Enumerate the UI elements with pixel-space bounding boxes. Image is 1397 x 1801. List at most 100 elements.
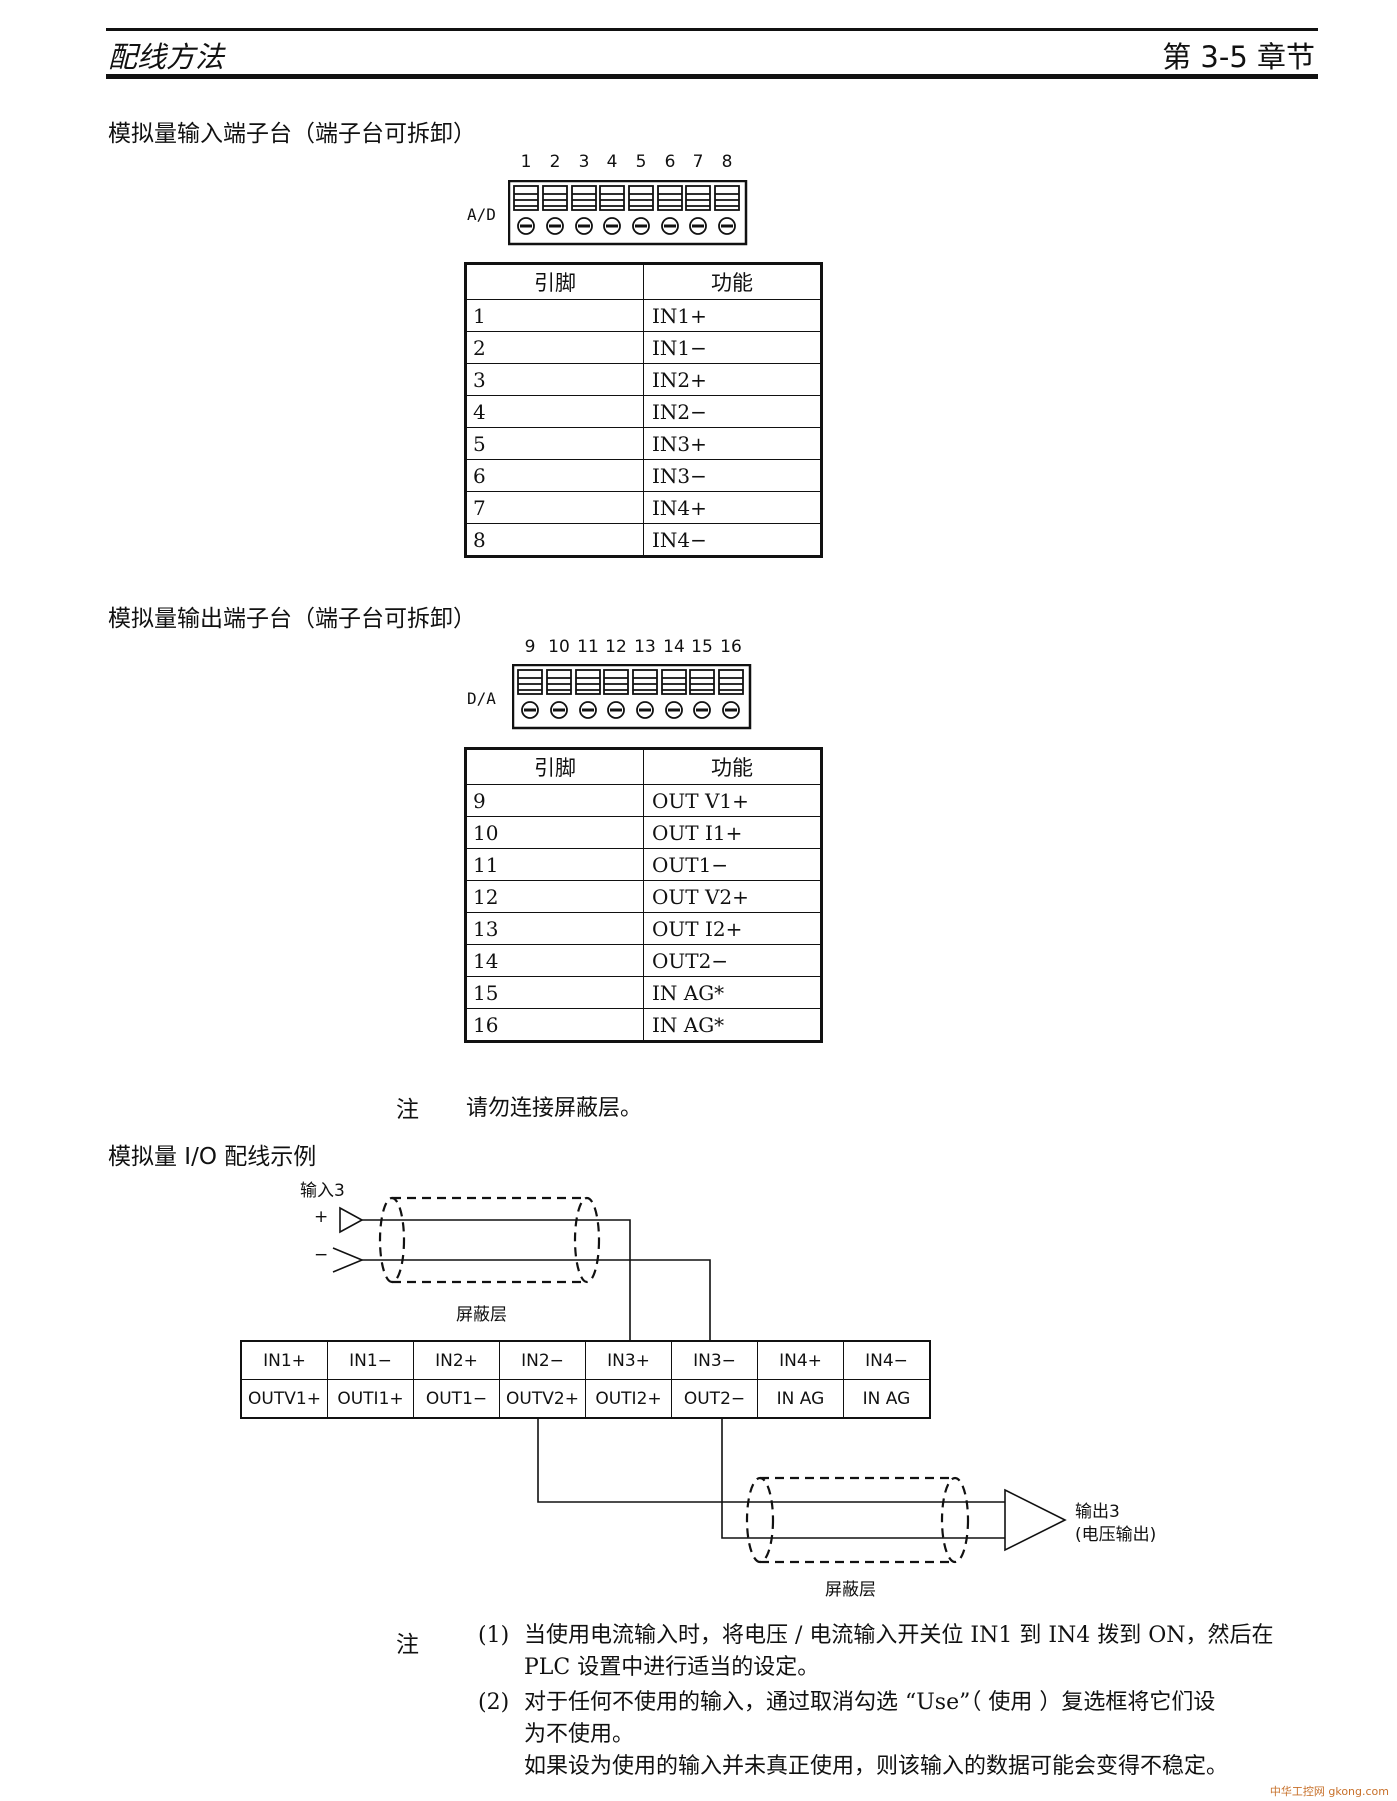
input3-label: 输入3: [300, 1181, 345, 1201]
note-label: 注: [396, 1632, 419, 1658]
terminal-number: 5: [635, 152, 647, 172]
input-terminal-numbers: 1 2 3 4 5 6 7 8: [512, 152, 752, 174]
function-cell: OUT V1+: [643, 784, 822, 817]
pin-cell: 14: [465, 944, 644, 977]
header-bottom-rule: [106, 74, 1318, 79]
terminal-cell: OUTI1+: [327, 1379, 414, 1419]
shield-label-top: 屏蔽层: [456, 1305, 507, 1325]
terminal-cell: OUTV1+: [240, 1379, 328, 1419]
pin-cell: 11: [465, 848, 644, 881]
pin-cell: 6: [465, 459, 644, 492]
terminal-row-lower: OUTV1+ OUTI1+ OUT1− OUTV2+ OUTI2+ OUT2− …: [240, 1379, 931, 1419]
note-number: (1): [478, 1623, 510, 1648]
terminal-cell: IN3+: [585, 1340, 672, 1380]
terminal-number: 7: [692, 152, 704, 172]
function-cell: OUT V2+: [643, 880, 822, 913]
terminal-cell: OUTI2+: [585, 1379, 672, 1419]
minus-label: −: [314, 1245, 329, 1265]
function-cell: IN1+: [643, 299, 822, 332]
col-function: 功能: [643, 748, 822, 785]
pin-cell: 16: [465, 1008, 644, 1042]
terminal-cell: IN3−: [671, 1340, 758, 1380]
terminal-cell: IN2+: [413, 1340, 500, 1380]
da-terminal-label: D/A: [467, 689, 496, 708]
function-cell: OUT1−: [643, 848, 822, 881]
section-number: 第 3-5 章节: [1162, 40, 1315, 74]
output3-sub-label: (电压输出): [1075, 1525, 1157, 1545]
note-line: 为不使用。: [524, 1722, 635, 1747]
function-cell: IN3+: [643, 427, 822, 460]
ad-terminal-block-drawing: [508, 180, 748, 246]
pin-cell: 1: [465, 299, 644, 332]
terminal-row-upper: IN1+ IN1− IN2+ IN2− IN3+ IN3− IN4+ IN4−: [240, 1340, 931, 1380]
terminal-cell: IN AG: [757, 1379, 844, 1419]
output-heading: 模拟量输出端子台（端子台可拆卸）: [108, 606, 476, 632]
terminal-number: 9: [524, 637, 536, 657]
function-cell: IN4−: [643, 523, 822, 557]
note-item: (1) 当使用电流输入时，将电压 / 电流输入开关位 IN1 到 IN4 拨到 …: [478, 1620, 1320, 1684]
da-terminal-block-drawing: [512, 664, 752, 730]
terminal-cell: OUT2−: [671, 1379, 758, 1419]
terminal-cell: IN2−: [499, 1340, 586, 1380]
pin-cell: 3: [465, 363, 644, 396]
terminal-number: 15: [691, 637, 713, 657]
example-heading: 模拟量 I/O 配线示例: [108, 1144, 317, 1170]
terminal-cell: OUTV2+: [499, 1379, 586, 1419]
function-cell: OUT I1+: [643, 816, 822, 849]
pin-cell: 5: [465, 427, 644, 460]
terminal-number: 12: [605, 637, 627, 657]
terminal-cell: IN AG: [843, 1379, 931, 1419]
input-heading: 模拟量输入端子台（端子台可拆卸）: [108, 121, 476, 147]
note-number: (2): [478, 1690, 510, 1715]
terminal-number: 8: [721, 152, 733, 172]
function-cell: IN1−: [643, 331, 822, 364]
plus-label: +: [314, 1207, 329, 1227]
terminal-number: 10: [548, 637, 570, 657]
terminal-number: 4: [606, 152, 618, 172]
output3-label: 输出3: [1075, 1502, 1120, 1522]
pin-cell: 10: [465, 816, 644, 849]
watermark-logo: 中华工控网 gkong.com: [1269, 1785, 1389, 1798]
terminal-number: 3: [578, 152, 590, 172]
note-line: 对于任何不使用的输入，通过取消勾选 “Use”（ 使用 ）复选框将它们设: [524, 1690, 1216, 1715]
note-line: PLC 设置中进行适当的设定。: [524, 1655, 820, 1680]
note-line: 当使用电流输入时，将电压 / 电流输入开关位 IN1 到 IN4 拨到 ON，然…: [524, 1623, 1274, 1648]
note-line: 如果设为使用的输入并未真正使用，则该输入的数据可能会变得不稳定。: [524, 1754, 1229, 1779]
header-top-rule: [106, 28, 1318, 31]
terminal-cell: OUT1−: [413, 1379, 500, 1419]
terminal-cell: IN1+: [240, 1340, 328, 1380]
ad-terminal-label: A/D: [467, 205, 496, 224]
terminal-number: 1: [520, 152, 532, 172]
chapter-title: 配线方法: [108, 40, 225, 74]
note-text: 请勿连接屏蔽层。: [466, 1096, 643, 1121]
terminal-cell: IN4+: [757, 1340, 844, 1380]
terminal-number: 14: [663, 637, 685, 657]
pin-cell: 13: [465, 912, 644, 945]
terminal-number: 11: [577, 637, 599, 657]
terminal-number: 2: [549, 152, 561, 172]
note-label: 注: [396, 1097, 419, 1123]
terminal-cell: IN4−: [843, 1340, 931, 1380]
terminal-number: 16: [720, 637, 742, 657]
col-pin: 引脚: [465, 263, 644, 300]
function-cell: IN AG*: [643, 976, 822, 1009]
shield-label-bottom: 屏蔽层: [825, 1580, 876, 1600]
terminal-number: 13: [634, 637, 656, 657]
function-cell: IN AG*: [643, 1008, 822, 1042]
terminal-cell: IN1−: [327, 1340, 414, 1380]
wiring-terminal-table: IN1+ IN1− IN2+ IN2− IN3+ IN3− IN4+ IN4− …: [240, 1340, 931, 1419]
